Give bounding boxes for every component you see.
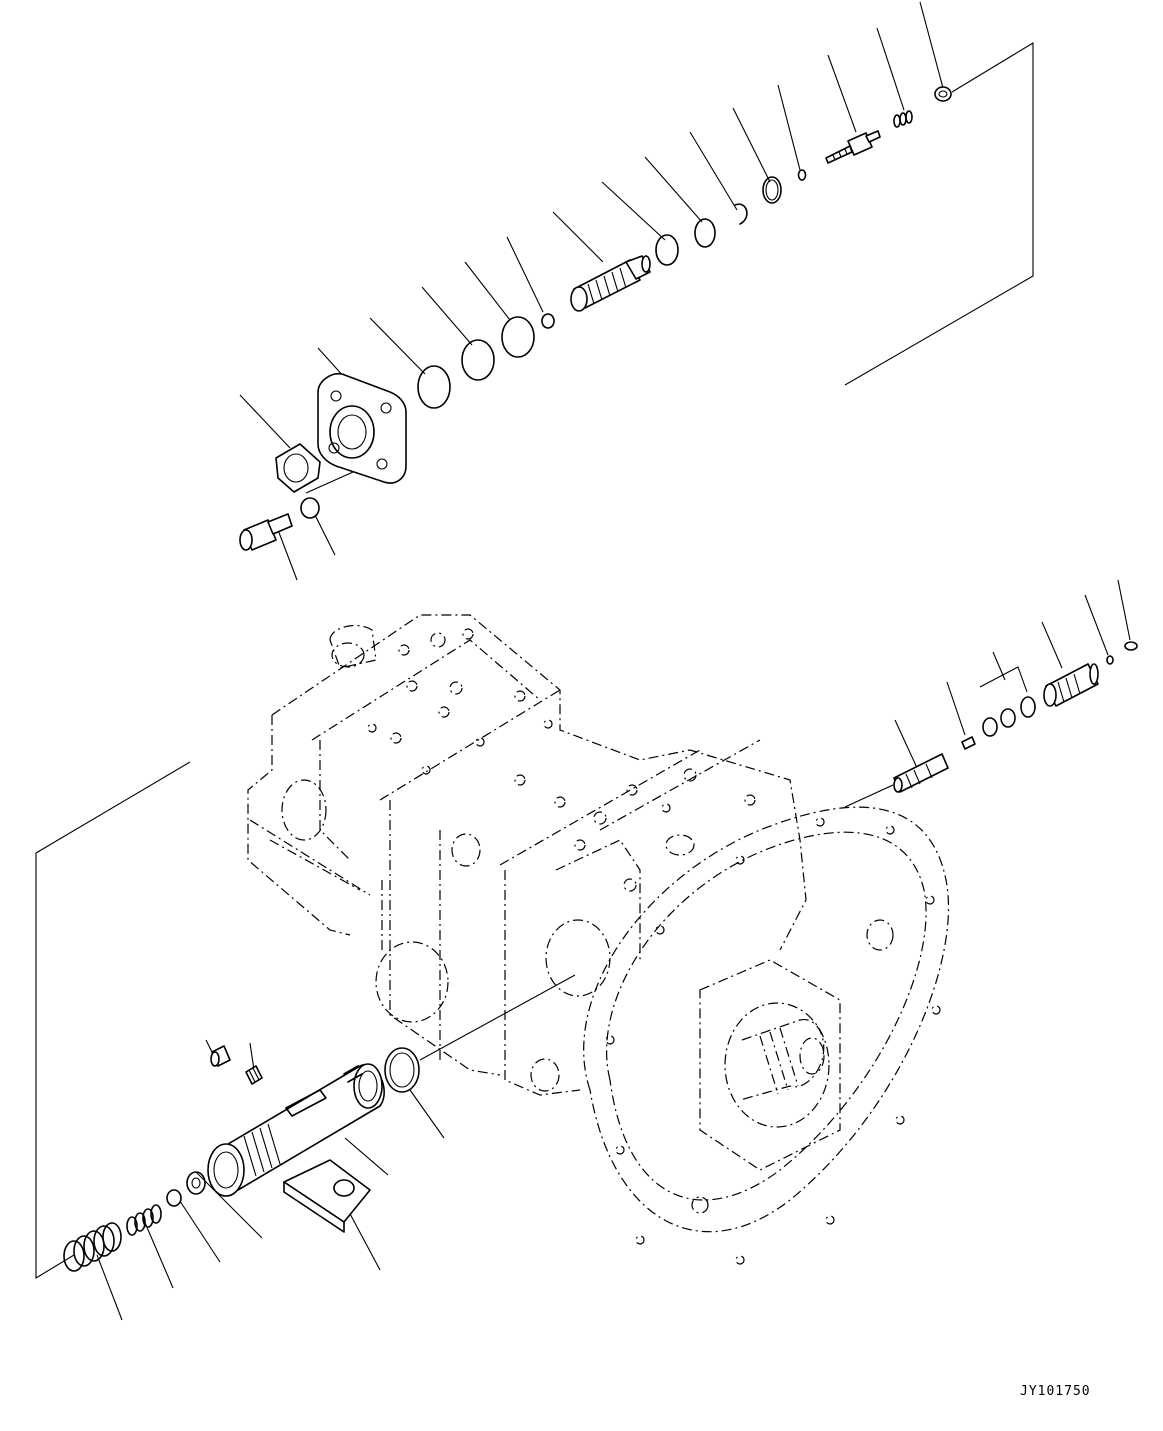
pin-part	[961, 736, 976, 750]
right-small-ring-part	[1106, 655, 1114, 665]
input-shaft-phantom	[739, 1019, 825, 1101]
right-assembly-parts	[893, 641, 1138, 793]
pump-bolt-holes	[367, 628, 756, 892]
top-assembly-parts	[239, 86, 952, 551]
hex-plug-part	[934, 86, 952, 102]
socket-bolt-part	[239, 513, 293, 551]
drawing-code-label: JY101750	[1020, 1384, 1091, 1399]
outer-spring-part	[63, 1222, 122, 1272]
small-plug-part-2	[245, 1065, 263, 1085]
spring-seat-part	[166, 1189, 182, 1207]
right-o-ring-part	[982, 717, 998, 737]
o-ring-part-3	[501, 316, 535, 358]
large-nut-part	[275, 443, 321, 493]
small-plug-part	[210, 1045, 231, 1067]
right-leader-lines	[844, 579, 1131, 808]
small-o-ring-part	[797, 169, 807, 181]
servo-washer-part	[186, 1171, 206, 1195]
right-o-ring-part-3	[1020, 696, 1036, 718]
backup-ring-part-2	[655, 234, 679, 266]
servo-o-ring-part	[384, 1047, 420, 1093]
lower-left-parts	[63, 1045, 420, 1272]
small-nut-part	[541, 313, 555, 329]
flange-plate-part	[317, 372, 407, 484]
washer-part	[300, 497, 320, 519]
right-cap-part	[1124, 641, 1138, 651]
inner-spring-part	[126, 1204, 162, 1236]
o-ring-part	[762, 176, 782, 204]
pump-body-phantom	[247, 614, 950, 1265]
poppet-part	[825, 130, 881, 164]
right-o-ring-part-2	[1000, 708, 1016, 728]
lower-left-frame	[35, 761, 191, 1279]
top-group-frame	[844, 42, 1034, 386]
snap-ring-part	[734, 203, 748, 225]
lower-left-leader-lines	[96, 974, 576, 1321]
plug-body-part	[570, 255, 651, 312]
o-ring-part-4	[461, 339, 495, 381]
servo-piston-part	[207, 1063, 385, 1197]
backup-ring-part	[694, 218, 716, 248]
right-plug-part	[1043, 663, 1099, 707]
spool-part	[893, 753, 949, 793]
flywheel-housing-phantom	[583, 806, 950, 1265]
stopper-plate-part	[283, 1159, 371, 1233]
small-spring-part	[893, 110, 913, 128]
top-leader-lines	[239, 1, 944, 581]
o-ring-part-5	[417, 365, 451, 409]
